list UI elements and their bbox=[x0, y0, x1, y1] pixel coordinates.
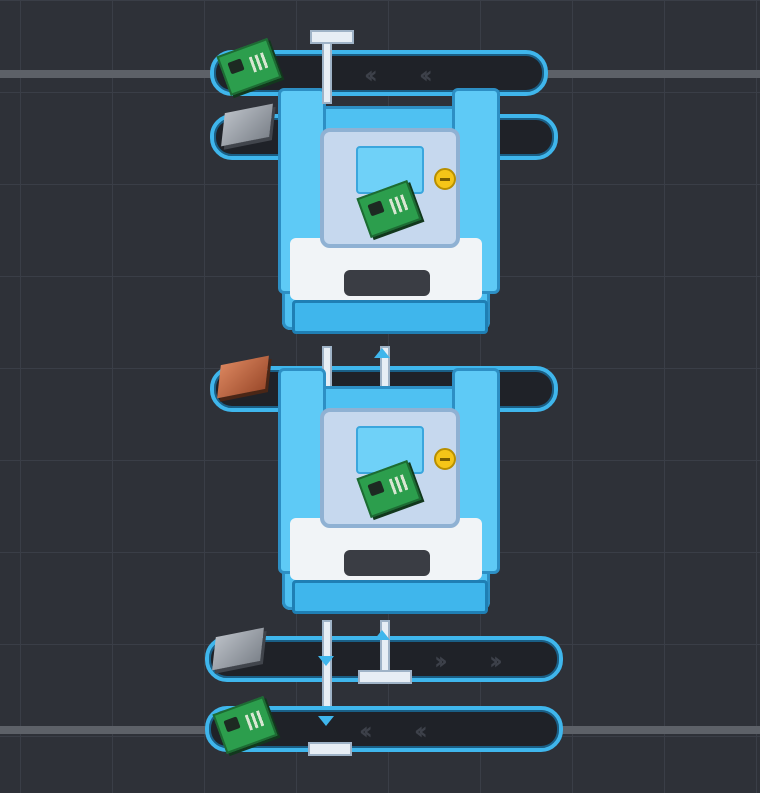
circuit-board-product bbox=[356, 180, 422, 238]
machine-panel bbox=[356, 426, 424, 474]
inserter-head[interactable] bbox=[310, 30, 354, 44]
inserter-arrow-icon bbox=[318, 716, 334, 726]
steel-ingot-item[interactable] bbox=[212, 627, 264, 671]
belt-chevron-icon: ›› bbox=[434, 647, 448, 675]
inserter-arrow-icon bbox=[318, 656, 334, 666]
status-indicator-icon[interactable] bbox=[434, 168, 456, 190]
steel-ingot-item[interactable] bbox=[221, 103, 273, 147]
circuit-board-item[interactable] bbox=[212, 696, 278, 754]
inserter-head[interactable] bbox=[358, 670, 412, 684]
inserter-head[interactable] bbox=[308, 742, 352, 756]
machine-output-port bbox=[292, 580, 488, 614]
circuit-board-item[interactable] bbox=[216, 38, 282, 96]
inserter-arrow-icon bbox=[374, 630, 390, 640]
belt-chevron-icon: ‹‹ bbox=[359, 717, 373, 745]
inserter-arrow-icon bbox=[374, 348, 390, 358]
assembler-machine[interactable] bbox=[272, 88, 500, 346]
belt-chevron-icon: ›› bbox=[489, 647, 503, 675]
belt-chevron-icon: ‹‹ bbox=[419, 61, 433, 89]
assembler-machine[interactable] bbox=[272, 368, 500, 626]
copper-ingot-item[interactable] bbox=[217, 355, 269, 399]
machine-output-port bbox=[292, 300, 488, 334]
circuit-board-product bbox=[356, 460, 422, 518]
status-indicator-icon[interactable] bbox=[434, 448, 456, 470]
machine-vent bbox=[344, 270, 430, 296]
belt-chevron-icon: ‹‹ bbox=[364, 61, 378, 89]
machine-vent bbox=[344, 550, 430, 576]
belt-chevron-icon: ‹‹ bbox=[414, 717, 428, 745]
